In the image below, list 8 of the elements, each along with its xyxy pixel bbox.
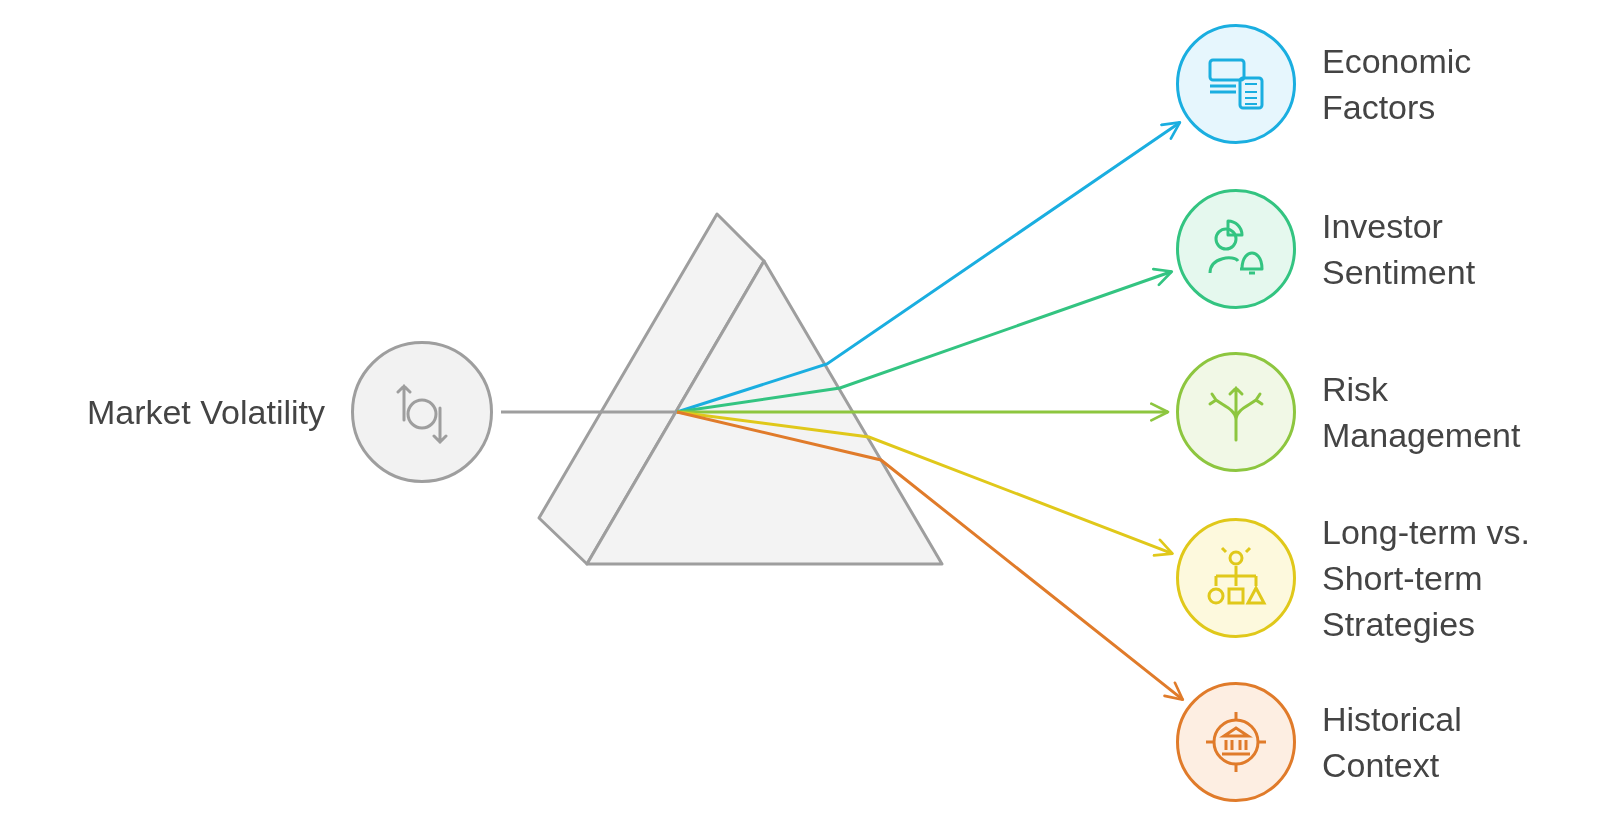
connector-line xyxy=(501,410,677,414)
node-label: Long-term vs. Short-term Strategies xyxy=(1322,512,1531,645)
arrow xyxy=(676,410,1185,702)
node-label: Market Volatility xyxy=(86,392,325,433)
node-label: Historical Context xyxy=(1322,699,1463,786)
node-label: Risk Management xyxy=(1322,369,1522,456)
node-label: Investor Sentiment xyxy=(1322,206,1477,293)
node-label: Economic Factors xyxy=(1322,41,1473,128)
